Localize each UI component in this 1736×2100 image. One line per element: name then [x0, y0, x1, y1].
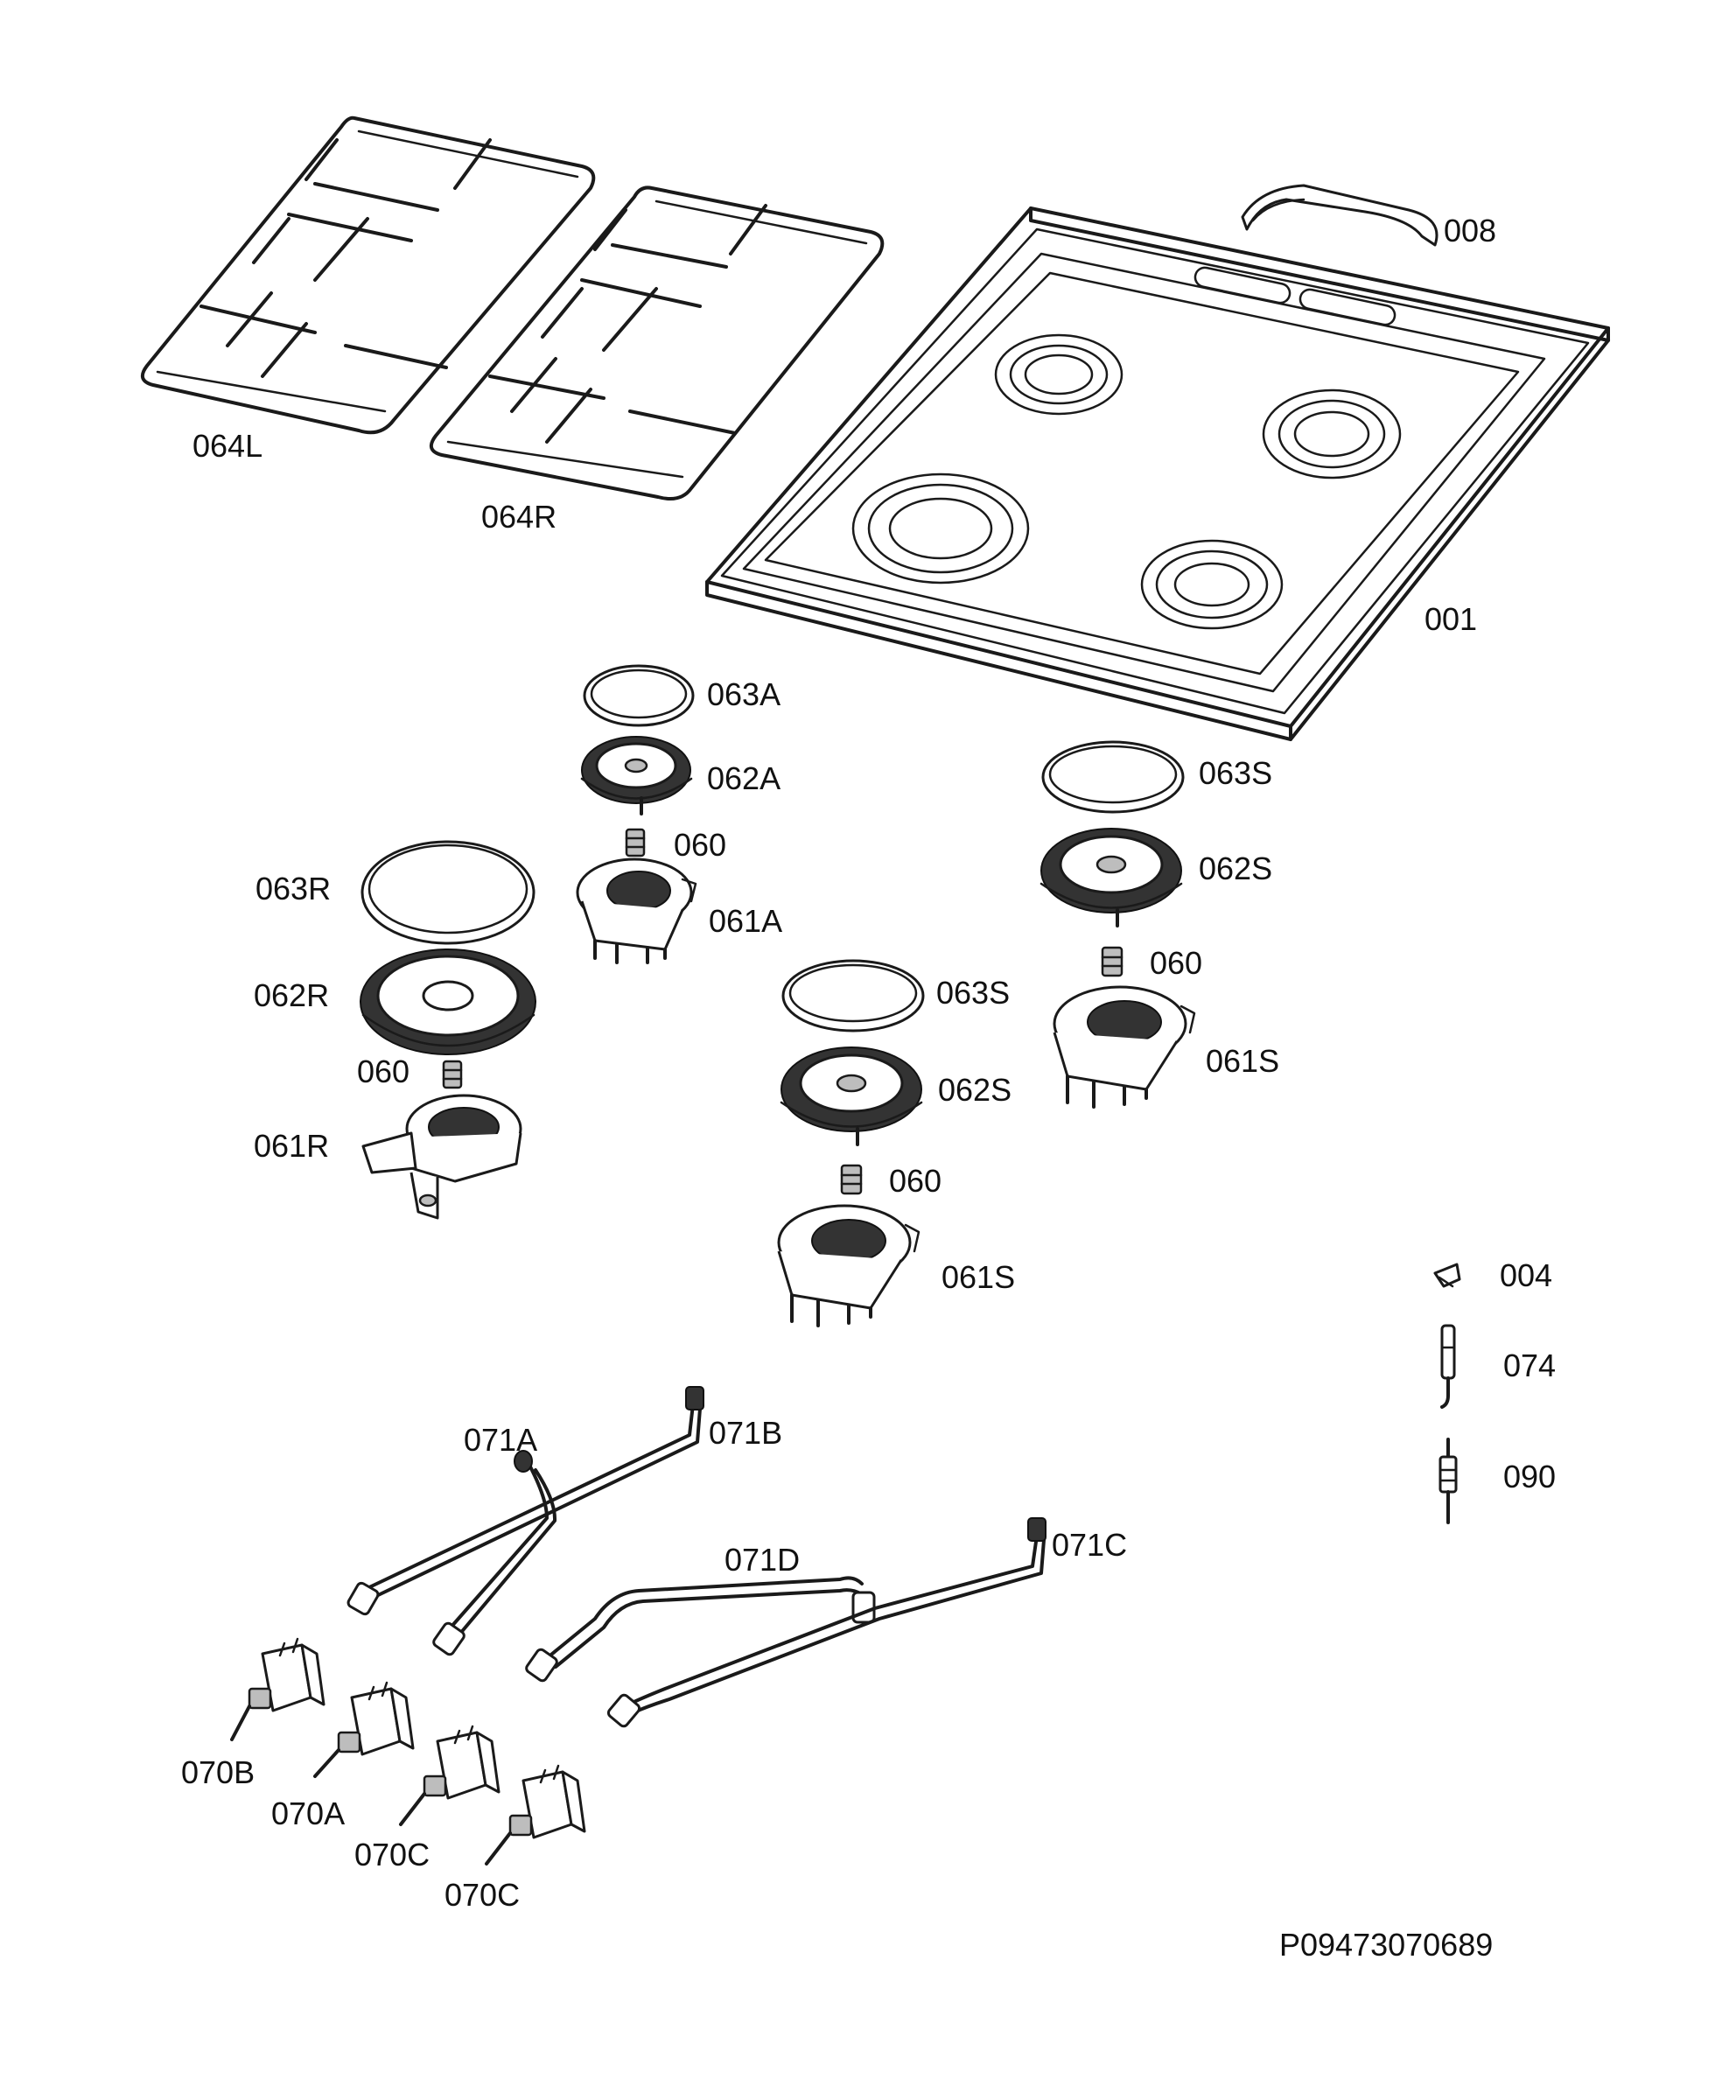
label-071D: 071D [724, 1542, 800, 1578]
label-061R: 061R [254, 1128, 329, 1164]
label-062R: 062R [254, 977, 329, 1013]
burner-crown-062A [580, 736, 693, 816]
burner-crown-062S-right [1040, 828, 1183, 928]
label-090: 090 [1503, 1459, 1556, 1494]
label-070C-1: 070C [354, 1837, 430, 1872]
label-063A: 063A [707, 676, 780, 712]
label-004: 004 [1500, 1257, 1552, 1293]
label-070B: 070B [181, 1754, 255, 1790]
document-code: P09473070689 [1279, 1927, 1493, 1963]
label-001: 001 [1424, 601, 1477, 637]
thermocouple-074 [1440, 1324, 1456, 1409]
label-064R: 064R [481, 499, 556, 535]
gas-tap-070C-2 [485, 1764, 586, 1866]
label-071B: 071B [709, 1415, 782, 1451]
burner-base-061S-right [1053, 985, 1196, 1109]
burner-cap-063R [360, 840, 536, 945]
label-061A: 061A [709, 903, 782, 939]
label-062S-right: 062S [1199, 850, 1272, 886]
burner-base-061A [576, 858, 697, 964]
gas-tap-070C-1 [399, 1725, 500, 1826]
burner-base-061R [361, 1094, 522, 1220]
injector-060-sm [840, 1164, 863, 1195]
label-063S-mid: 063S [936, 975, 1010, 1011]
hob-top-001 [705, 206, 1610, 741]
label-060-sm: 060 [889, 1163, 942, 1199]
label-008: 008 [1444, 213, 1496, 248]
burner-crown-062S-mid [780, 1046, 923, 1146]
label-063S-right: 063S [1199, 755, 1272, 791]
gas-pipe-071C [606, 1517, 1046, 1728]
gas-tap-070A [313, 1681, 415, 1778]
injector-060-a [625, 828, 646, 858]
label-060-sr: 060 [1150, 945, 1202, 981]
label-071A: 071A [464, 1422, 537, 1458]
gas-pipe-071B [346, 1386, 704, 1616]
gas-pipe-071A [432, 1450, 557, 1656]
ignition-plug-090 [1438, 1438, 1458, 1524]
clip-004 [1433, 1263, 1461, 1288]
label-074: 074 [1503, 1348, 1556, 1383]
label-064L: 064L [192, 428, 262, 464]
injector-060-r [442, 1060, 463, 1089]
label-060-r: 060 [357, 1054, 410, 1089]
pan-support-064R [429, 186, 885, 500]
burner-crown-062R [360, 948, 536, 1055]
label-071C: 071C [1052, 1527, 1127, 1563]
label-070A: 070A [271, 1796, 345, 1831]
label-062A: 062A [707, 760, 780, 796]
label-061S-right: 061S [1206, 1043, 1279, 1079]
label-060-a: 060 [674, 827, 726, 863]
pan-support-064L [140, 116, 596, 435]
burner-base-061S-mid [777, 1204, 920, 1327]
label-063R: 063R [256, 871, 331, 906]
burner-cap-063A [583, 664, 695, 727]
label-070C-2: 070C [444, 1877, 520, 1913]
label-061S-mid: 061S [942, 1259, 1015, 1295]
label-062S-mid: 062S [938, 1072, 1012, 1108]
gas-pipe-071D [525, 1576, 876, 1683]
burner-cap-063S-mid [781, 959, 925, 1032]
burner-cap-063S-right [1041, 740, 1185, 814]
injector-060-sr [1101, 946, 1124, 977]
gas-tap-070B [230, 1637, 326, 1741]
knob-strip-008 [1241, 184, 1438, 247]
